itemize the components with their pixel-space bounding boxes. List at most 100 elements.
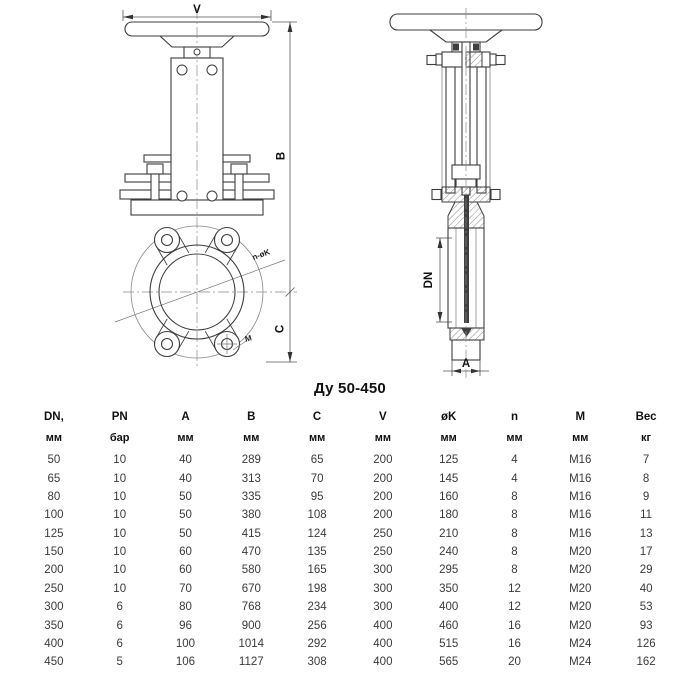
table-cell: 350 (44, 619, 64, 632)
table-cell: 8 (511, 546, 518, 559)
column-header: PN (111, 411, 128, 423)
front-view-flange-circles (130, 225, 264, 359)
table-cell: 200 (373, 509, 393, 522)
table-cell: 460 (439, 619, 459, 632)
table-cell: 6 (116, 601, 123, 614)
table-cell: 10 (113, 472, 127, 485)
table-cell: 300 (373, 601, 393, 614)
table-cell: 200 (373, 490, 393, 503)
column-unit: мм (308, 432, 326, 444)
table-cell: 150 (44, 546, 64, 559)
valve-technical-drawing: V B C n-øK M (114, 4, 543, 378)
front-view-centerlines (123, 8, 297, 368)
table-cell: 10 (113, 454, 127, 467)
column-unit: мм (572, 432, 589, 444)
column-header: n (510, 411, 518, 423)
knife-gate (453, 43, 479, 337)
table-cell: 10 (113, 564, 127, 577)
thread-leader (217, 334, 247, 354)
table-cell: 200 (44, 564, 64, 577)
table-cell: 145 (439, 472, 459, 485)
column-unit: мм (374, 432, 392, 444)
front-view-bolt-holes (176, 48, 218, 202)
table-cell: 300 (373, 582, 393, 595)
table-cell: 415 (241, 527, 261, 540)
table-cell: 126 (636, 637, 656, 650)
table-cell: 11 (640, 509, 653, 522)
table-cell: 125 (439, 454, 459, 467)
side-view-frame-lines (441, 67, 491, 328)
table-cell: M24 (569, 637, 592, 650)
table-cell: 335 (241, 490, 261, 503)
table-cell: 10 (113, 527, 127, 540)
table-cell: 1127 (238, 656, 264, 669)
table-cell: 50 (179, 490, 192, 503)
table-cell: 200 (373, 454, 393, 467)
table-cell: 40 (179, 472, 192, 485)
table-cell: 16 (508, 637, 521, 650)
table-cell: 40 (179, 454, 192, 467)
table-cell: 50 (179, 509, 192, 522)
column-header: V (379, 411, 387, 423)
table-cell: 250 (373, 546, 393, 559)
dim-label-dn: DN (423, 272, 435, 289)
table-cell: M16 (569, 527, 592, 540)
table-cell: 240 (439, 546, 459, 559)
bolt-circle-diagonal-line (114, 259, 286, 323)
table-cell: 1014 (238, 637, 265, 650)
table-cell: 515 (439, 637, 459, 650)
table-cell: 70 (179, 582, 192, 595)
table-cell: 7 (642, 454, 650, 467)
column-unit: бар (109, 432, 130, 444)
table-cell: 162 (636, 656, 656, 669)
table-cell: 292 (307, 637, 327, 650)
table-cell: 65 (310, 454, 324, 467)
column-header: B (247, 411, 256, 423)
table-cell: M20 (569, 582, 592, 595)
table-cell: 400 (373, 619, 393, 632)
table-cell: 565 (439, 656, 459, 669)
table-cell: 234 (307, 601, 327, 614)
column-header: øK (441, 411, 457, 423)
table-cell: 295 (439, 564, 459, 577)
table-cell: 20 (508, 656, 521, 669)
side-view: DN A (389, 8, 543, 378)
table-cell: 308 (307, 656, 327, 669)
table-cell: 8 (642, 472, 650, 485)
dim-label-c: C (275, 325, 287, 333)
table-cell: 165 (307, 564, 327, 577)
table-cell: 60 (179, 564, 192, 577)
valve-drawing-svg: V B C n-øK M (114, 4, 543, 378)
table-cell: 300 (373, 564, 393, 577)
label-bolt-circle: n-øK (251, 247, 271, 262)
table-cell: 313 (241, 472, 261, 485)
table-cell: 250 (373, 527, 393, 540)
table-cell: M16 (569, 509, 592, 522)
table-cell: M24 (569, 656, 592, 669)
label-thread: M (244, 333, 253, 344)
table-cell: M20 (569, 619, 592, 632)
table-cell: 450 (44, 656, 64, 669)
table-cell: 400 (439, 601, 459, 614)
side-view-dim-a (443, 360, 489, 376)
column-unit: кг (641, 432, 652, 444)
table-cell: M20 (569, 601, 592, 614)
table-cell: 380 (241, 509, 261, 522)
table-cell: 80 (47, 490, 61, 503)
table-cell: 8 (511, 509, 518, 522)
table-cell: 289 (241, 454, 261, 467)
table-cell: 5 (116, 656, 123, 669)
table-cell: 12 (508, 601, 521, 614)
table-cell: 6 (116, 637, 123, 650)
table-cell: 93 (639, 619, 653, 632)
table-cell: M16 (569, 472, 592, 485)
